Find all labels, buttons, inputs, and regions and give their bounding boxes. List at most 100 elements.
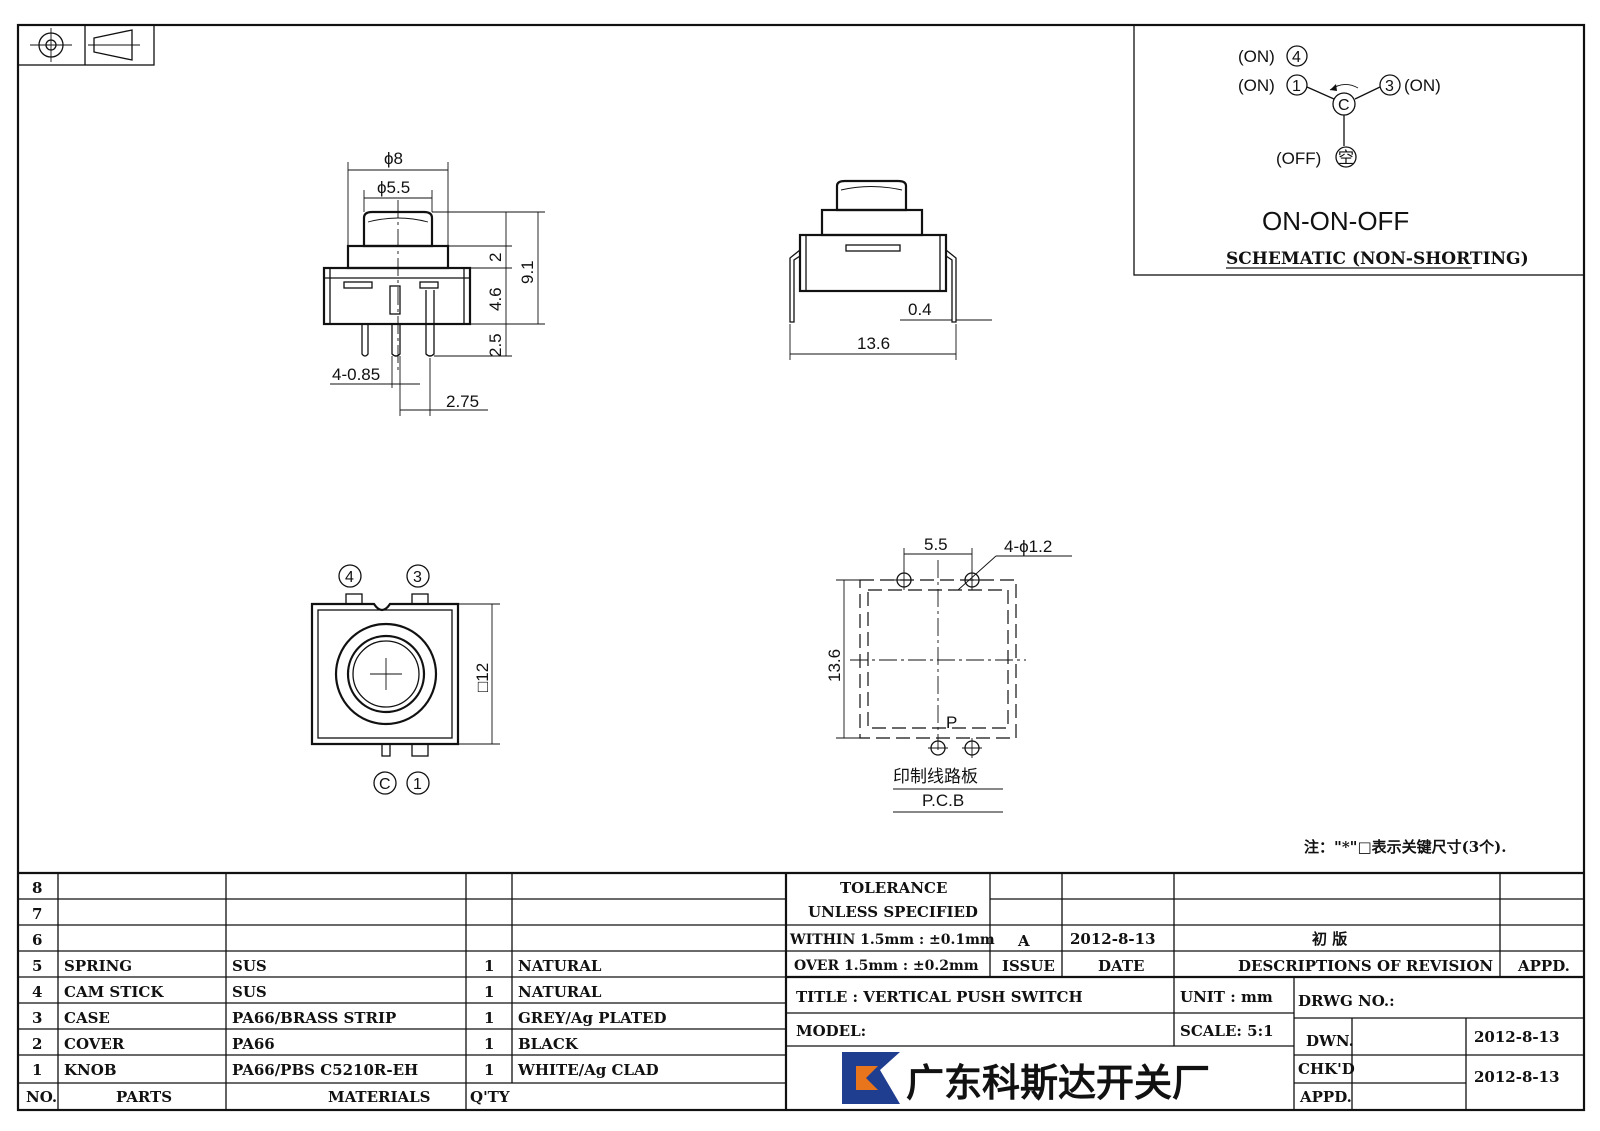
dim-d-outer: ϕ8 (384, 149, 403, 168)
front-view-dimensions: 13.6 0.4 (789, 300, 992, 360)
company-name: 广东科斯达开关厂 (906, 1061, 1210, 1105)
dim-h-total: 9.1 (518, 260, 537, 284)
chkd-label: CHK'D (1298, 1060, 1355, 1078)
tolerance-line3: WITHIN 1.5mm : ±0.1mm (789, 932, 995, 948)
revision-description: 初 版 (1312, 930, 1347, 948)
bom-part: CAM STICK (64, 983, 164, 1001)
bom-header-no: NO. (26, 1088, 57, 1106)
bom-finish: GREY/Ag PLATED (518, 1009, 667, 1027)
drawing-note: 注："*"□表示关键尺寸(3个). (1304, 838, 1507, 856)
dim-h-body: 4.6 (486, 287, 505, 311)
bom-qty: 1 (484, 983, 494, 1001)
dim-width: 13.6 (857, 334, 890, 353)
title-block: TITLE : VERTICAL PUSH SWITCH MODEL: UNIT… (786, 977, 1584, 1110)
front-view (789, 179, 957, 323)
bom-row: 7 (32, 905, 42, 923)
schematic-panel: (ON) 4 (ON) 1 3 (ON) C (OFF) 空 ON-ON-OFF… (1133, 24, 1585, 276)
bom-part: SPRING (64, 957, 132, 975)
pcb-label-cn: 印制线路板 (893, 767, 978, 786)
projection-symbol (17, 24, 155, 66)
pin-1-label: 1 (1292, 78, 1301, 95)
bom-material: PA66/BRASS STRIP (232, 1009, 396, 1027)
pcb-height: 13.6 (825, 649, 844, 682)
drawing-number: DRWG NO.: (1298, 992, 1395, 1010)
tolerance-line1: TOLERANCE (840, 879, 947, 897)
bom-no: 6 (32, 931, 42, 949)
bom-finish: BLACK (518, 1035, 579, 1053)
label-on-4: (ON) (1238, 47, 1275, 66)
company-logo-accent (856, 1066, 878, 1090)
header-appd: APPD. (1517, 957, 1570, 975)
header-date: DATE (1098, 957, 1144, 975)
label-off: (OFF) (1276, 149, 1321, 168)
bom-material: PA66/PBS C5210R-EH (232, 1061, 418, 1079)
label-on-3: (ON) (1404, 76, 1441, 95)
drawing-scale: SCALE: 5:1 (1180, 1022, 1274, 1040)
bom-header-materials: MATERIALS (328, 1088, 431, 1106)
drawing-model: MODEL: (796, 1022, 866, 1040)
top-view: 4 3 C 1 □12 (310, 564, 500, 795)
bom-qty: 1 (484, 957, 494, 975)
revision-issue: A (1017, 932, 1030, 950)
dim-square: □12 (473, 663, 492, 692)
bom-row: 3 CASE PA66/BRASS STRIP 1 GREY/Ag PLATED (32, 1009, 667, 1027)
bom-row: 8 (32, 879, 42, 897)
pcb-view: P 5.5 4-ϕ1.2 13.6 印制线路板 P.C.B (825, 535, 1072, 813)
pcb-pitch-x: 5.5 (924, 535, 948, 554)
bom-no: 7 (32, 905, 42, 923)
bom-row: 2 COVER PA66 1 BLACK (32, 1035, 579, 1053)
pin-3-label: 3 (1385, 78, 1394, 95)
dim-pin-width: 4-0.85 (332, 365, 380, 384)
bom-row: 6 (32, 931, 42, 949)
bom-qty: 1 (484, 1035, 494, 1053)
dim-h-pin: 2.5 (486, 333, 505, 357)
pin-off-label: 空 (1338, 149, 1354, 167)
bom-no: 1 (32, 1061, 42, 1079)
label-on-1: (ON) (1238, 76, 1275, 95)
pcb-p-mark: P (946, 713, 957, 732)
bom-part: KNOB (64, 1061, 117, 1079)
top-pin-3: 3 (413, 569, 422, 586)
bom-no: 5 (32, 957, 42, 975)
bom-qty: 1 (484, 1061, 494, 1079)
header-descriptions: DESCRIPTIONS OF REVISION (1238, 957, 1493, 975)
top-pin-1: 1 (413, 776, 422, 793)
drawing-border (16, 23, 1586, 1112)
top-pin-4: 4 (345, 569, 354, 586)
chkd-date: 2012-8-13 (1474, 1068, 1560, 1086)
drawing-title: TITLE : VERTICAL PUSH SWITCH (796, 988, 1083, 1006)
drawing-unit: UNIT : mm (1180, 988, 1273, 1006)
bom-material: SUS (232, 957, 267, 975)
bom-material: SUS (232, 983, 267, 1001)
header-issue: ISSUE (1002, 957, 1055, 975)
bom-finish: WHITE/Ag CLAD (517, 1061, 659, 1079)
company-logo (842, 1052, 900, 1104)
bom-rows: 8 7 6 5 SPRING SUS 1 NATURAL 4 CAM STICK… (26, 879, 667, 1106)
bom-finish: NATURAL (518, 957, 602, 975)
revision-date: 2012-8-13 (1070, 930, 1156, 948)
pin-4-label: 4 (1292, 49, 1301, 66)
bom-row: 4 CAM STICK SUS 1 NATURAL (32, 983, 602, 1001)
pin-c-label: C (1338, 97, 1350, 114)
dim-h-cap: 2 (486, 253, 505, 262)
dim-d-inner: ϕ5.5 (377, 178, 410, 197)
bom-no: 3 (32, 1009, 42, 1027)
bom-material: PA66 (232, 1035, 275, 1053)
bom-row: 5 SPRING SUS 1 NATURAL (32, 957, 602, 975)
appd-label: APPD. (1299, 1088, 1352, 1106)
dwn-date: 2012-8-13 (1474, 1028, 1560, 1046)
top-pin-c: C (379, 776, 391, 793)
schematic-subtitle: SCHEMATIC (NON-SHORTING) (1226, 249, 1529, 269)
schematic-title: ON-ON-OFF (1262, 206, 1409, 236)
side-view (322, 200, 472, 370)
bom-no: 4 (32, 983, 42, 1001)
bom-finish: NATURAL (518, 983, 602, 1001)
dwn-label: DWN. (1306, 1032, 1354, 1050)
dim-pin-pitch: 2.75 (446, 392, 479, 411)
bom-part: COVER (64, 1035, 125, 1053)
bom-table (18, 871, 1584, 1110)
bom-no: 8 (32, 879, 42, 897)
tolerance-line2: UNLESS SPECIFIED (808, 903, 978, 921)
bom-header-qty: Q'TY (470, 1088, 510, 1106)
